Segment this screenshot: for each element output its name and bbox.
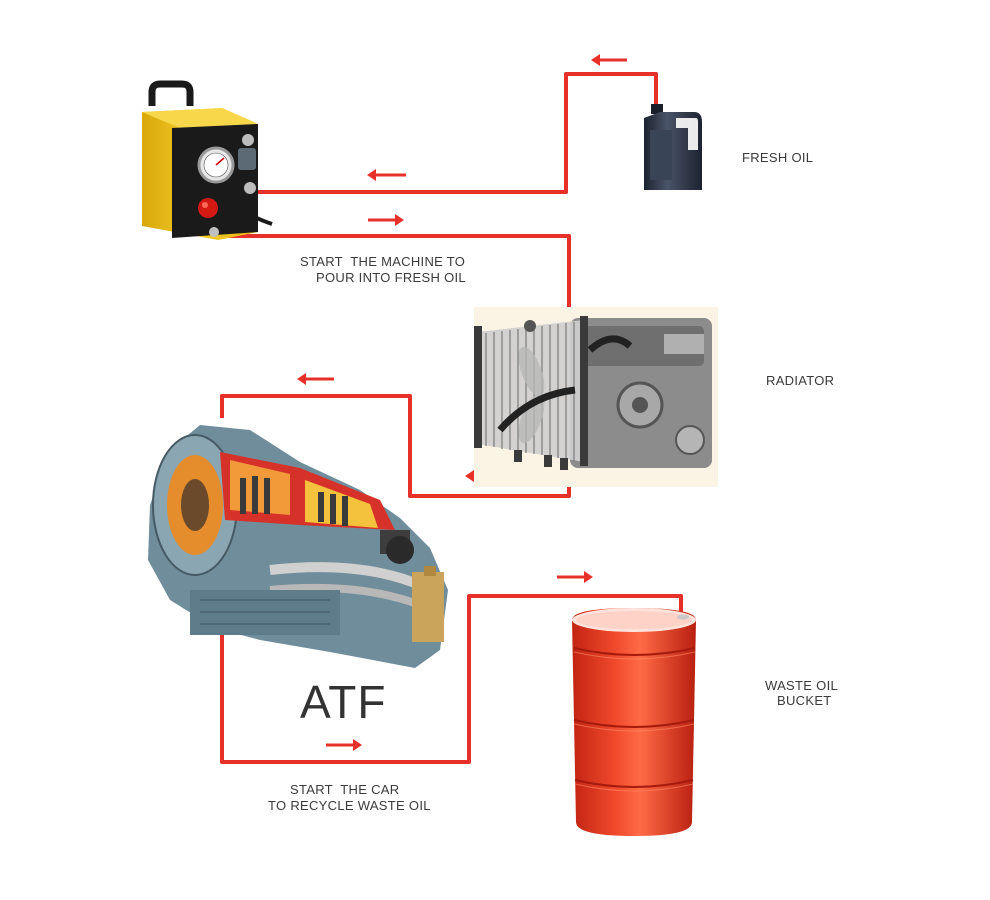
radiator-core: [474, 316, 588, 470]
radiator-engine-icon: [474, 307, 718, 487]
start-car-label-line1: START THE CAR: [290, 782, 400, 797]
start-car-label-line2: TO RECYCLE WASTE OIL: [268, 798, 431, 813]
waste-oil-label-line2: BUCKET: [777, 693, 832, 708]
arrow-left-icon: [297, 373, 334, 385]
radiator-label: RADIATOR: [766, 373, 835, 388]
arrow-left-icon: [591, 54, 627, 66]
pipe-radiator-to-atf: [220, 394, 571, 498]
waste-oil-barrel-icon: [572, 608, 696, 836]
pipe-atf-to-barrel: [220, 594, 683, 764]
fresh-oil-bottle-icon: [644, 104, 702, 190]
pipe-fresh-to-machine: [258, 72, 658, 194]
arrow-right-icon: [557, 571, 593, 583]
start-machine-label-line2: POUR INTO FRESH OIL: [316, 270, 466, 285]
arrow-left-icon: [367, 169, 406, 181]
engine-icon: [570, 318, 712, 468]
pipe-machine-to-radiator: [218, 234, 571, 310]
pipe-lines: [218, 72, 683, 764]
oil-exchange-machine-icon: [142, 80, 273, 240]
arrow-right-icon: [326, 739, 362, 751]
atf-label: ATF: [300, 676, 387, 728]
fresh-oil-label: FRESH OIL: [742, 150, 814, 165]
arrow-right-icon: [368, 214, 404, 226]
start-machine-label-line1: START THE MACHINE TO: [300, 254, 466, 269]
atf-transmission-icon: [148, 425, 448, 668]
waste-oil-label-line1: WASTE OIL: [765, 678, 839, 693]
